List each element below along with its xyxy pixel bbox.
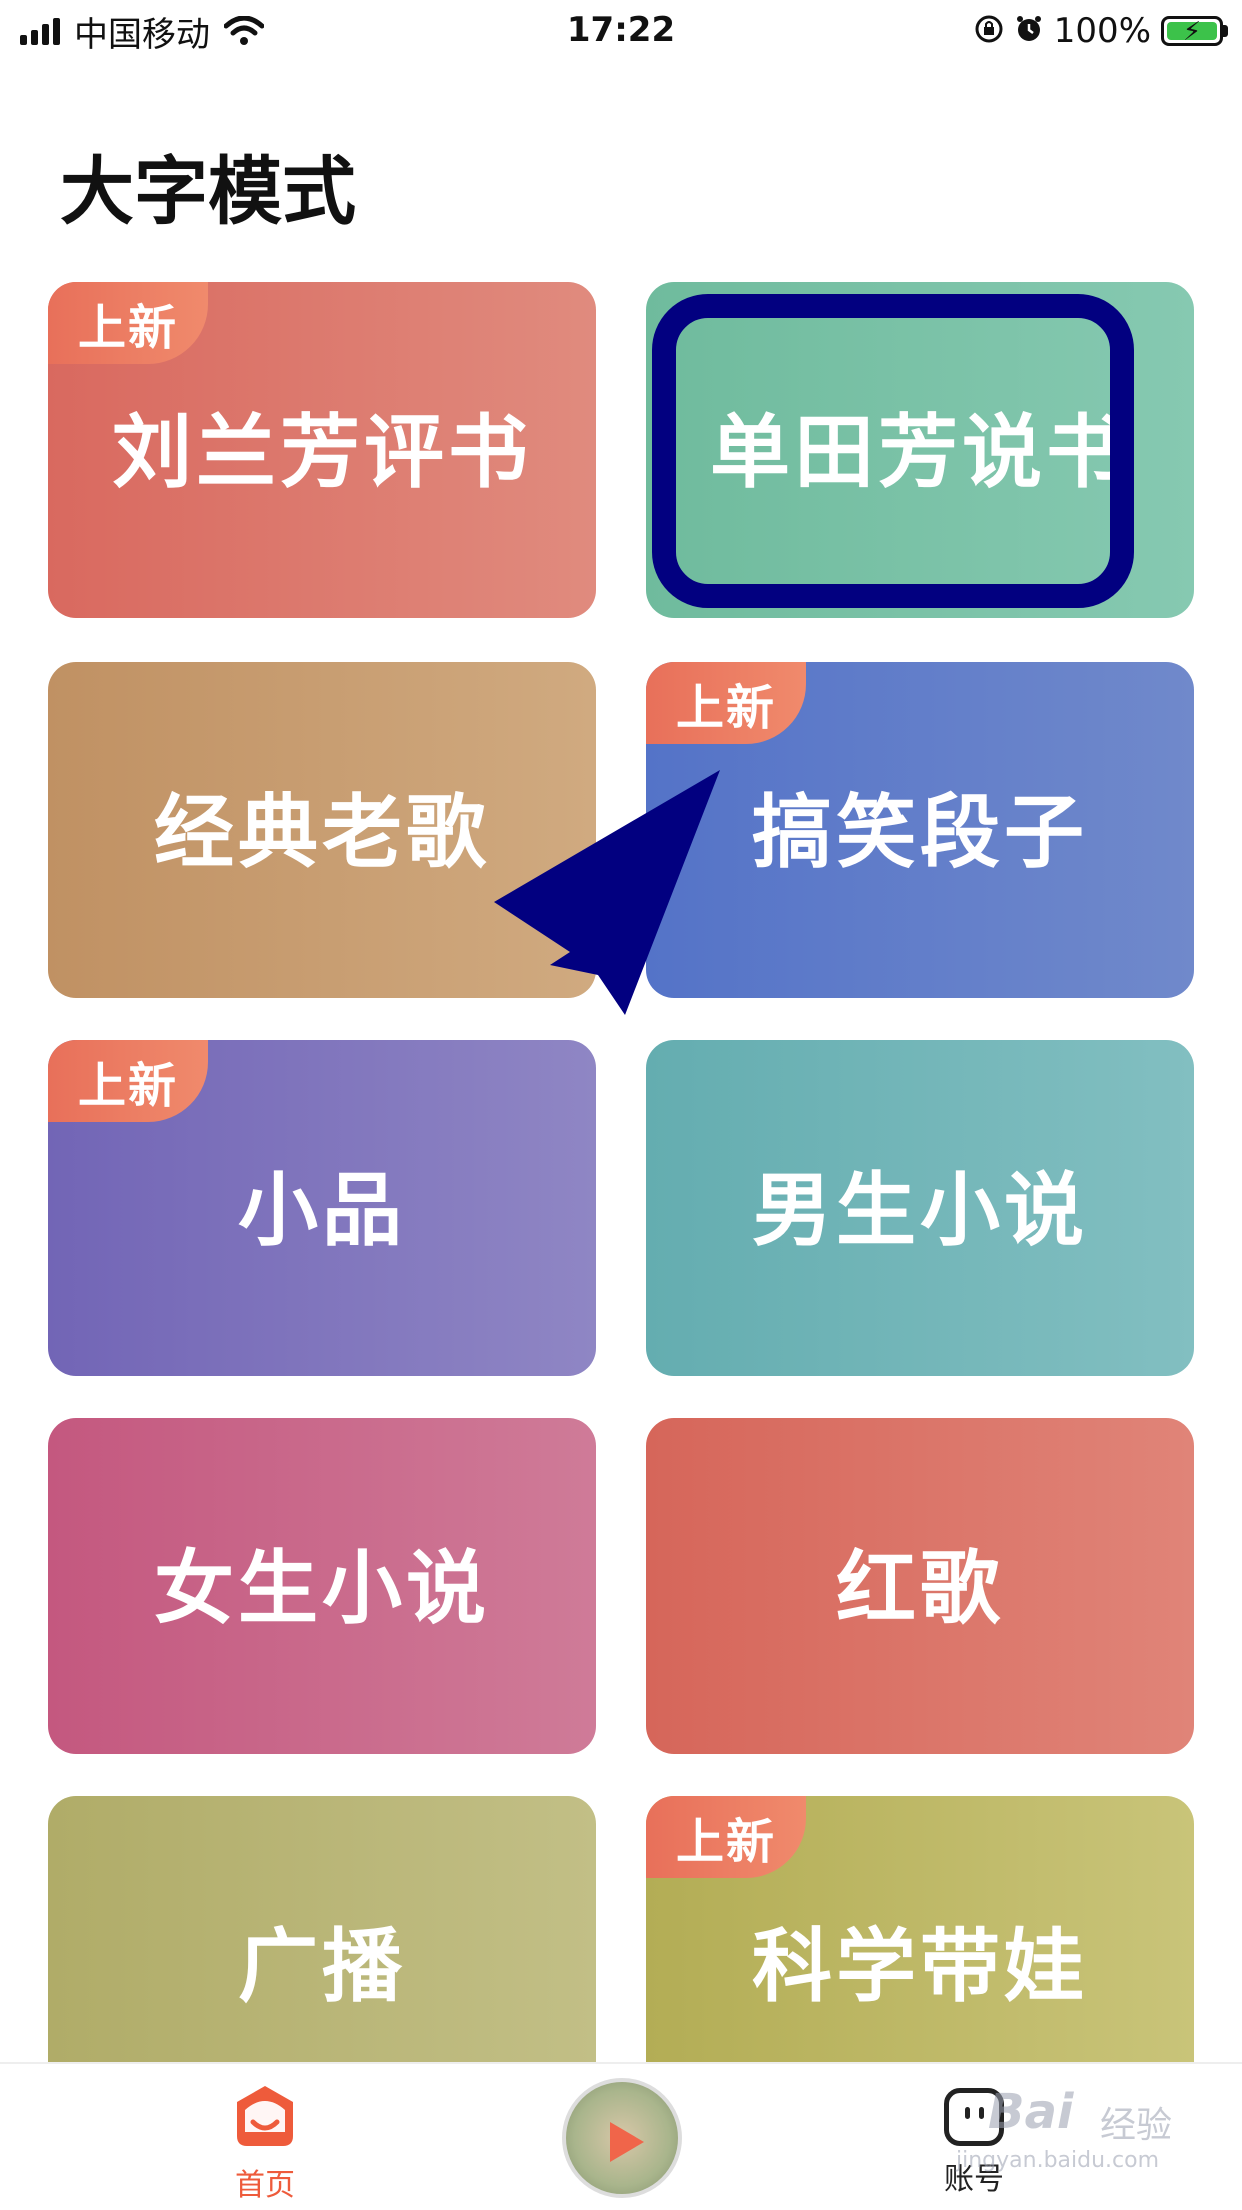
tile-label: 刘兰芳评书: [112, 406, 532, 499]
alarm-icon: [1014, 14, 1044, 48]
signal-icon: [20, 17, 60, 45]
now-playing-cover: [562, 2078, 682, 2198]
tab-home[interactable]: 首页: [215, 2064, 315, 2210]
watermark-brand: Bai: [988, 2084, 1074, 2140]
new-badge: 上新: [48, 1040, 208, 1122]
now-playing-button[interactable]: [560, 2064, 684, 2210]
tile-3[interactable]: 上新搞笑段子: [646, 662, 1194, 998]
new-badge: 上新: [48, 282, 208, 364]
tile-label: 小品: [238, 1164, 406, 1257]
carrier-name: 中国移动: [74, 14, 210, 55]
highlight-box: [652, 294, 1134, 608]
status-left: 中国移动: [20, 10, 264, 55]
tile-label: 单田芳说书: [710, 406, 1130, 499]
rotation-lock-icon: [974, 14, 1004, 48]
tab-account[interactable]: 账号: [924, 2064, 1024, 2210]
tab-account-label: 账号: [944, 2162, 1004, 2197]
watermark-url: jingyan.baidu.com: [956, 2148, 1160, 2173]
tile-6[interactable]: 女生小说: [48, 1418, 596, 1754]
tile-label: 红歌: [836, 1542, 1004, 1635]
tile-4[interactable]: 上新小品: [48, 1040, 596, 1376]
battery-percent: 100%: [1053, 11, 1151, 51]
new-badge: 上新: [646, 662, 806, 744]
home-icon: [237, 2086, 293, 2146]
pointer-arrow-icon: [494, 770, 720, 1015]
tile-7[interactable]: 红歌: [646, 1418, 1194, 1754]
status-right: 100% ⚡: [974, 10, 1228, 52]
page-title: 大字模式: [60, 149, 356, 235]
new-badge: 上新: [646, 1796, 806, 1878]
tab-home-label: 首页: [235, 2168, 295, 2203]
tile-label: 搞笑段子: [752, 786, 1088, 879]
status-time: 17:22: [566, 10, 676, 50]
tile-label: 科学带娃: [752, 1920, 1088, 2013]
tile-label: 广播: [238, 1920, 406, 2013]
tile-0[interactable]: 上新刘兰芳评书: [48, 282, 596, 618]
battery-icon: ⚡: [1161, 16, 1228, 47]
tab-bar: 首页 账号: [0, 2062, 1242, 2210]
tile-label: 经典老歌: [154, 786, 490, 879]
tile-2[interactable]: 经典老歌: [48, 662, 596, 998]
status-bar: 中国移动 17:22 100% ⚡: [0, 0, 1242, 62]
tile-label: 女生小说: [154, 1542, 490, 1635]
watermark-exp: 经验: [1100, 2105, 1173, 2146]
tile-label: 男生小说: [752, 1164, 1088, 1257]
account-icon: [944, 2088, 1004, 2146]
wifi-icon: [224, 16, 264, 46]
play-icon: [610, 2122, 644, 2162]
watermark: Bai 经验 jingyan.baidu.com: [948, 2070, 1178, 2180]
tile-5[interactable]: 男生小说: [646, 1040, 1194, 1376]
